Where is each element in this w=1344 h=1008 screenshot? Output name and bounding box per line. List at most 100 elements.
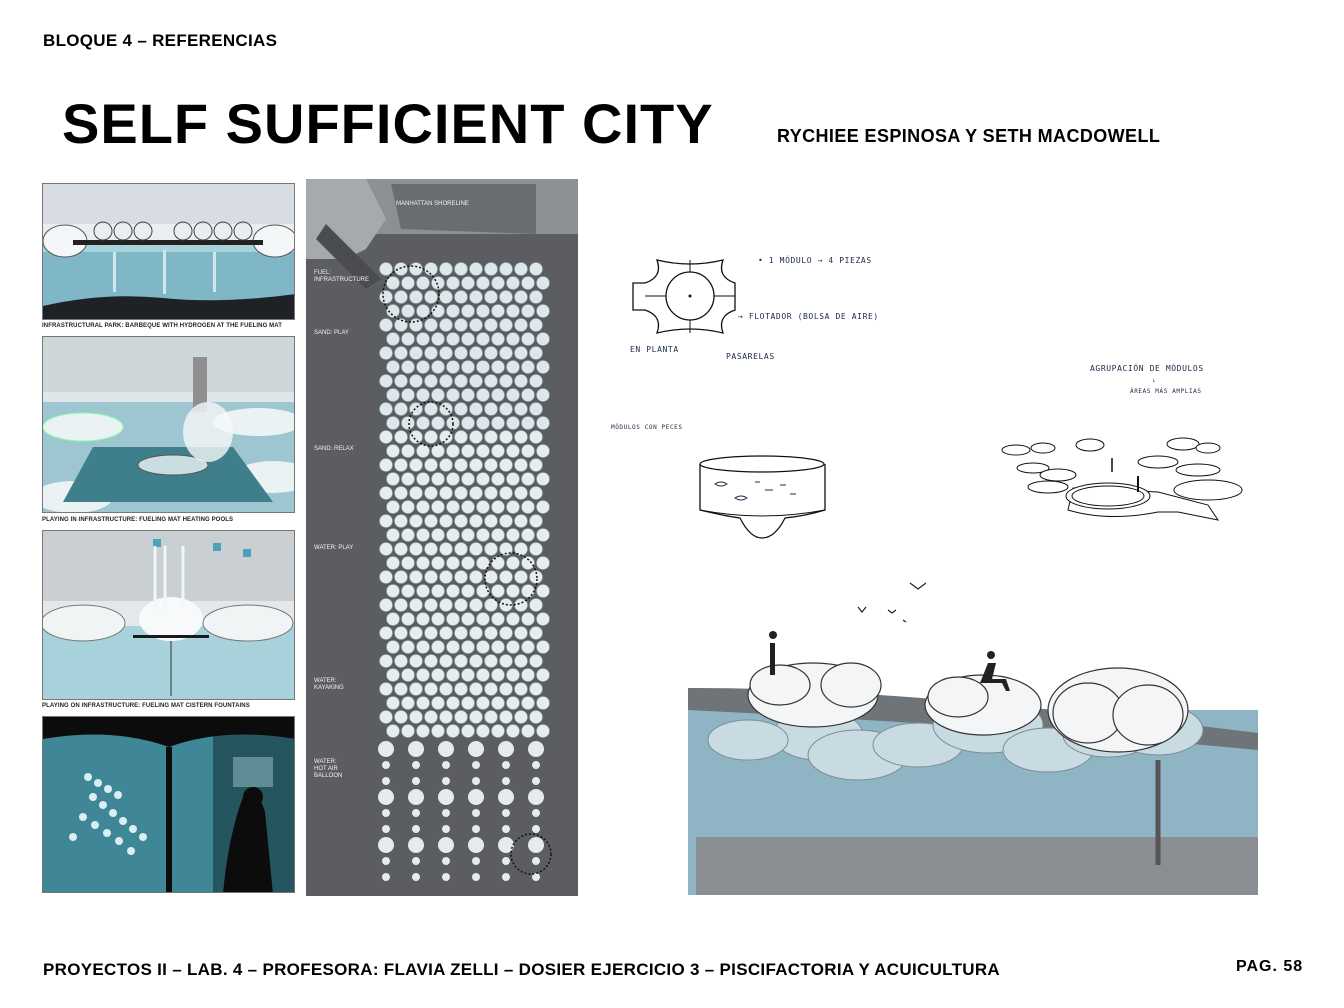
plan-module xyxy=(484,626,498,640)
plan-balloon-node xyxy=(412,873,420,881)
plan-module xyxy=(431,612,445,626)
plan-module xyxy=(394,514,408,528)
plan-module xyxy=(416,416,430,430)
label-water-kayaking: WATER: KAYAKING xyxy=(314,678,344,692)
plan-balloon-node xyxy=(502,809,510,817)
plan-module xyxy=(424,598,438,612)
plan-module xyxy=(536,276,550,290)
plan-balloon-node xyxy=(378,741,394,757)
plan-module xyxy=(536,416,550,430)
render-aerial-view xyxy=(42,716,295,893)
plan-module xyxy=(521,668,535,682)
plan-balloon-node xyxy=(532,825,540,833)
plan-balloon-node xyxy=(528,789,544,805)
plan-module xyxy=(394,402,408,416)
plan-module xyxy=(424,542,438,556)
plan-balloon-node xyxy=(438,837,454,853)
plan-balloon-node xyxy=(382,873,390,881)
plan-module xyxy=(394,458,408,472)
plan-module xyxy=(514,486,528,500)
plan-module xyxy=(446,276,460,290)
plan-module xyxy=(439,290,453,304)
plan-module xyxy=(491,388,505,402)
plan-module xyxy=(431,556,445,570)
plan-module xyxy=(514,710,528,724)
plan-module xyxy=(461,640,475,654)
plan-module xyxy=(454,570,468,584)
plan-module xyxy=(506,276,520,290)
plan-module xyxy=(521,500,535,514)
page-number: PAG. 58 xyxy=(1236,958,1304,975)
plan-module xyxy=(431,724,445,738)
plan-module xyxy=(454,458,468,472)
plan-module xyxy=(536,584,550,598)
note-flotador: → FLOTADOR (BOLSA DE AIRE) xyxy=(738,312,879,321)
plan-module xyxy=(446,612,460,626)
plan-module xyxy=(409,262,423,276)
plan-module xyxy=(529,542,543,556)
plan-module xyxy=(476,668,490,682)
plan-balloon-node xyxy=(532,761,540,769)
note-pasarelas: PASARELAS xyxy=(726,352,775,361)
plan-module xyxy=(476,640,490,654)
plan-module xyxy=(461,584,475,598)
plan-module xyxy=(394,682,408,696)
plan-module xyxy=(431,304,445,318)
plan-module xyxy=(484,430,498,444)
plan-module xyxy=(506,668,520,682)
plan-module xyxy=(386,388,400,402)
plan-activity-ring xyxy=(382,265,440,323)
plan-module xyxy=(454,402,468,416)
plan-module xyxy=(514,346,528,360)
plan-module xyxy=(409,458,423,472)
plan-module xyxy=(454,542,468,556)
label-water-play: WATER: PLAY xyxy=(314,545,354,551)
plan-module xyxy=(379,262,393,276)
plan-activity-ring xyxy=(510,833,552,875)
plan-module xyxy=(461,360,475,374)
plan-module xyxy=(514,262,528,276)
plan-module xyxy=(431,528,445,542)
plan-module xyxy=(521,640,535,654)
plan-module xyxy=(454,486,468,500)
plan-module xyxy=(386,416,400,430)
plan-module xyxy=(454,374,468,388)
plan-module xyxy=(431,360,445,374)
plan-module xyxy=(521,724,535,738)
plan-module xyxy=(424,318,438,332)
plan-module xyxy=(439,682,453,696)
plan-module xyxy=(386,584,400,598)
caption-1: INFRASTRUCTURAL PARK: BARBEQUE WITH HYDR… xyxy=(42,323,282,329)
plan-module xyxy=(401,360,415,374)
plan-module xyxy=(394,290,408,304)
plan-module xyxy=(454,262,468,276)
plan-module xyxy=(454,626,468,640)
plan-module xyxy=(491,304,505,318)
plan-module xyxy=(506,360,520,374)
plan-module xyxy=(514,570,528,584)
plan-module xyxy=(491,640,505,654)
plan-balloon-node xyxy=(532,873,540,881)
plan-module xyxy=(469,290,483,304)
plan-module xyxy=(469,654,483,668)
plan-module xyxy=(506,416,520,430)
plan-module xyxy=(491,528,505,542)
plan-module xyxy=(499,570,513,584)
plan-module xyxy=(379,570,393,584)
plan-module xyxy=(431,444,445,458)
plan-module xyxy=(461,528,475,542)
plan-module xyxy=(499,346,513,360)
plan-module xyxy=(446,500,460,514)
plan-module xyxy=(514,514,528,528)
plan-module xyxy=(476,612,490,626)
plan-module xyxy=(469,626,483,640)
plan-module xyxy=(521,696,535,710)
plan-module xyxy=(461,472,475,486)
plan-module xyxy=(491,556,505,570)
plan-module xyxy=(506,640,520,654)
plan-module xyxy=(514,654,528,668)
plan-module xyxy=(499,318,513,332)
plan-module xyxy=(521,332,535,346)
plan-module xyxy=(446,304,460,318)
plan-module xyxy=(401,584,415,598)
